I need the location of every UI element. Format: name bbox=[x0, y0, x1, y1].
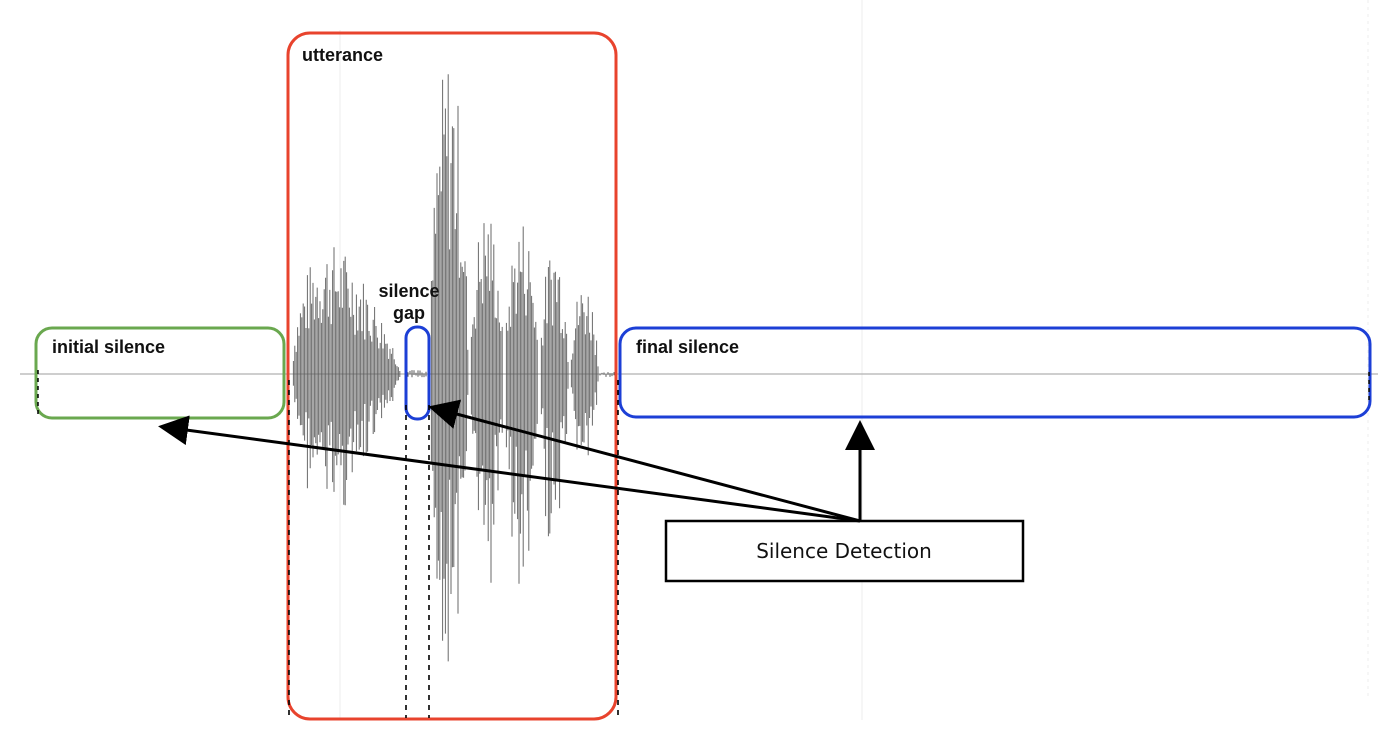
silence-gap-label-line1: silence bbox=[378, 281, 439, 301]
arrow-to-initial-silence bbox=[158, 415, 861, 523]
silence-gap-box bbox=[404, 325, 431, 421]
final-silence-box bbox=[618, 326, 1372, 419]
silence-detection-box bbox=[664, 519, 1025, 583]
waveform bbox=[292, 74, 615, 662]
silence-detection-label: Silence Detection bbox=[756, 539, 932, 563]
final-silence-label: final silence bbox=[636, 337, 739, 357]
utterance-box bbox=[286, 31, 618, 721]
initial-silence-label: initial silence bbox=[52, 337, 165, 357]
utterance-label: utterance bbox=[302, 45, 383, 65]
silence-gap-label-line2: gap bbox=[393, 303, 425, 323]
arrow-to-silence-gap bbox=[428, 399, 861, 523]
